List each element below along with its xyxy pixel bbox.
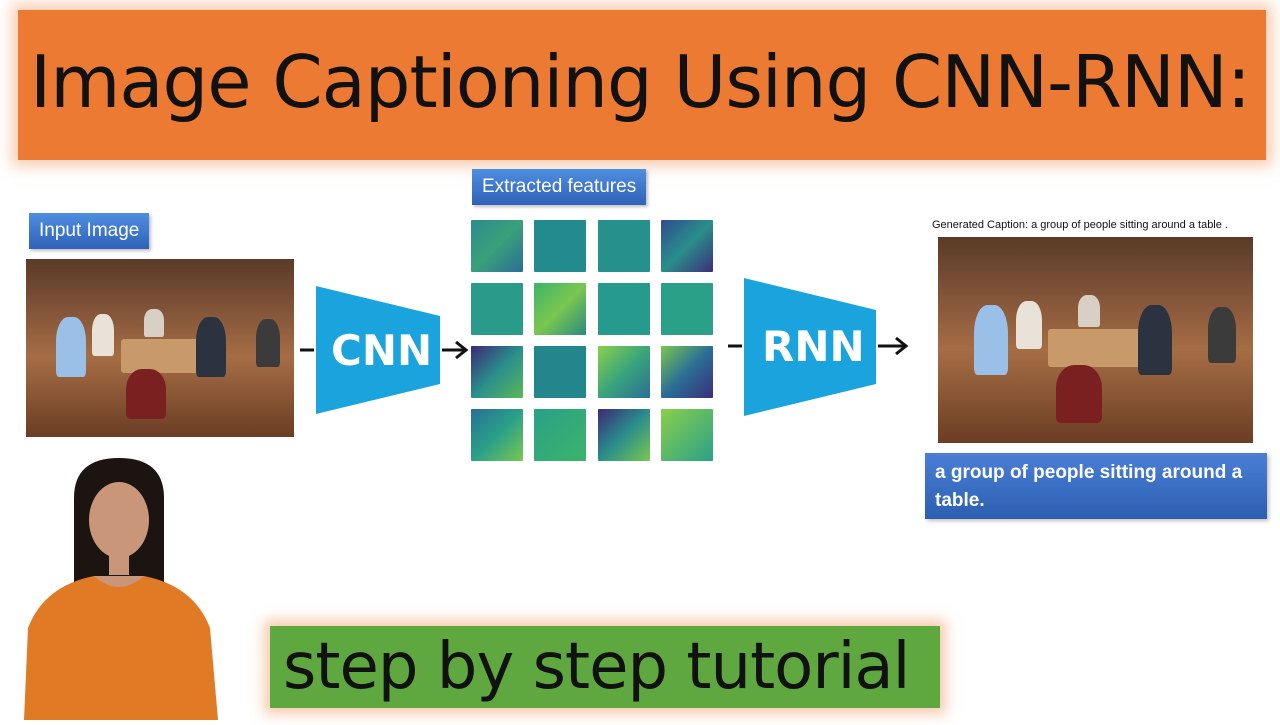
rnn-block: RNN (744, 278, 876, 416)
arrow-to-features (442, 340, 469, 360)
feature-map-grid (471, 220, 717, 461)
cnn-block: CNN (316, 286, 440, 414)
tutorial-banner (270, 626, 940, 708)
feature-map (534, 346, 586, 398)
feature-map (661, 220, 713, 272)
extracted-features-label: Extracted features (472, 169, 647, 205)
input-image (26, 259, 294, 437)
generated-caption-text: Generated Caption: a group of people sit… (932, 219, 1228, 231)
feature-map (534, 283, 586, 335)
feature-map (598, 220, 650, 272)
arrow-to-output (878, 336, 909, 356)
output-image (938, 237, 1253, 443)
feature-map (598, 283, 650, 335)
feature-map (534, 220, 586, 272)
feature-map (661, 409, 713, 461)
feature-map (598, 409, 650, 461)
rnn-label: RNN (762, 322, 865, 371)
feature-map (661, 283, 713, 335)
arrow-to-cnn (300, 348, 314, 352)
tutorial-text: step by step tutorial (283, 630, 910, 704)
page-title: Image Captioning Using CNN-RNN: (30, 40, 1251, 124)
cnn-label: CNN (331, 326, 433, 375)
feature-map (661, 346, 713, 398)
feature-map (471, 220, 523, 272)
input-image-label: Input Image (29, 213, 150, 249)
feature-map (534, 409, 586, 461)
feature-map (471, 346, 523, 398)
arrow-to-rnn (728, 344, 742, 348)
feature-map (471, 409, 523, 461)
feature-map (471, 283, 523, 335)
feature-map (598, 346, 650, 398)
title-banner (18, 10, 1266, 160)
presenter-video (14, 458, 224, 720)
caption-box: a group of people sitting around a table… (925, 453, 1267, 519)
